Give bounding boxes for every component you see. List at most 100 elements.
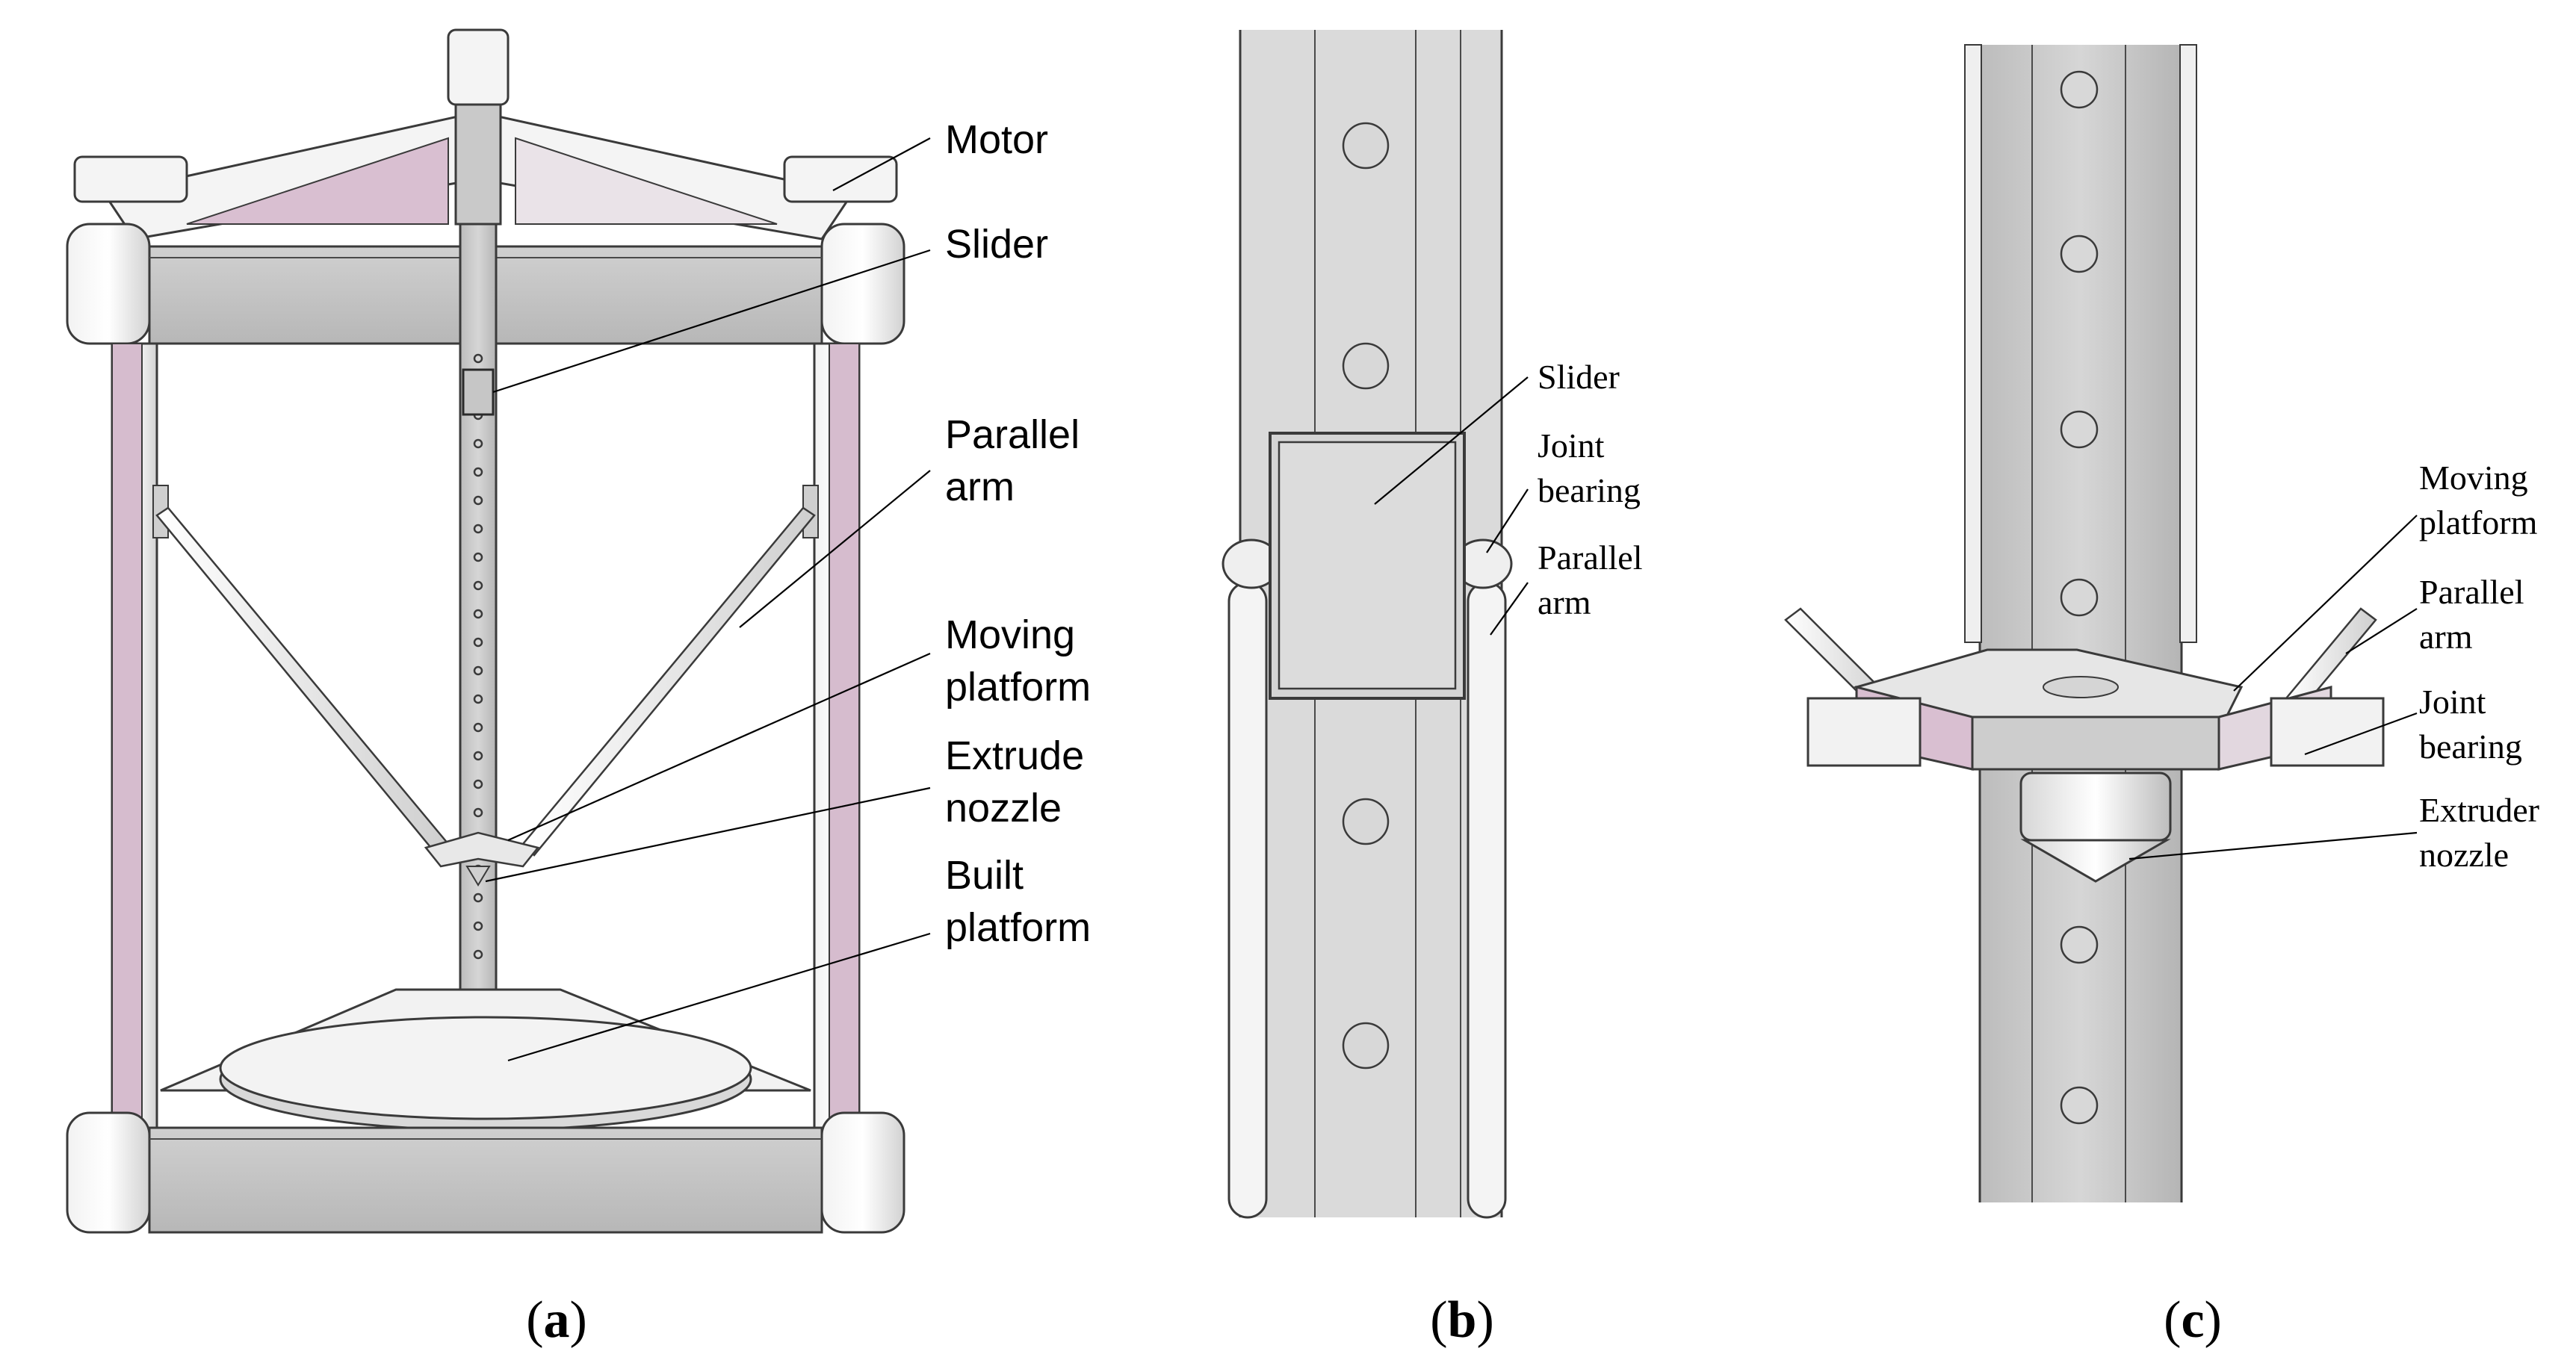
rail-hole xyxy=(473,637,483,648)
rail-hole xyxy=(473,495,483,506)
leader-moving-platform xyxy=(507,652,931,842)
bottom-band-end-right xyxy=(820,1111,905,1234)
label-b-parallel-arm-line1: Parallel xyxy=(1538,538,1643,577)
label-c-moving-platform-line1: Moving xyxy=(2419,459,2528,497)
rail-hole xyxy=(2060,70,2099,109)
label-motor: Motor xyxy=(945,117,1048,162)
rail-hole xyxy=(473,580,483,591)
label-built-platform-line2: platform xyxy=(945,905,1091,950)
parallel-arm-b-right xyxy=(1467,581,1507,1219)
top-band-end-right xyxy=(820,223,905,345)
label-parallel-arm-line1: Parallel xyxy=(945,412,1080,457)
leader-b-parallel-arm xyxy=(1490,582,1529,636)
tube-c-right xyxy=(2179,44,2197,643)
parallel-arm-right xyxy=(521,506,816,857)
rail-hole xyxy=(2060,925,2099,964)
rail-hole xyxy=(473,722,483,733)
rail-hole xyxy=(473,552,483,562)
panel-c-moving-platform-closeup: Moving platform Parallel arm Joint beari… xyxy=(1784,44,2539,1349)
rail-hole xyxy=(2060,578,2099,617)
rail-hole xyxy=(1342,122,1390,170)
bottom-band xyxy=(148,1126,823,1234)
label-moving-platform-line1: Moving xyxy=(945,612,1075,657)
top-roof-pink-right xyxy=(515,137,778,225)
leader-motor xyxy=(832,137,931,191)
label-c-parallel-arm-line1: Parallel xyxy=(2419,573,2524,611)
label-extrude-nozzle-line1: Extrude xyxy=(945,733,1084,778)
label-c-extruder-nozzle-line1: Extruder xyxy=(2419,791,2539,829)
rail-hole xyxy=(1342,1022,1390,1070)
label-b-parallel-arm-line2: arm xyxy=(1538,583,1591,621)
leader-extrude-nozzle xyxy=(485,786,931,883)
motor-center xyxy=(447,28,510,106)
label-moving-platform-line2: platform xyxy=(945,665,1091,710)
extruder-body-c xyxy=(2019,772,2172,842)
label-c-moving-platform-line2: platform xyxy=(2419,503,2538,541)
post-left-pink xyxy=(111,343,143,1129)
leader-c-moving-platform xyxy=(2233,515,2418,692)
panel-a-printer-assembly: Motor Slider Parallel arm Moving platfor… xyxy=(66,28,1091,1349)
leader-b-joint-bearing xyxy=(1486,488,1529,553)
rail-hole xyxy=(473,524,483,534)
label-b-slider: Slider xyxy=(1538,358,1620,396)
extrude-nozzle-a xyxy=(465,866,491,887)
rail-hole xyxy=(473,779,483,789)
post-right-pink xyxy=(829,343,860,1129)
rail-hole xyxy=(473,467,483,477)
rail-hole xyxy=(473,438,483,449)
rail-holes-c xyxy=(2060,70,2099,1125)
label-parallel-arm-line2: arm xyxy=(945,465,1015,509)
bracket-c-left xyxy=(1806,697,1922,767)
moving-platform-c-center-hole xyxy=(2043,676,2119,698)
motor-center-body xyxy=(454,103,502,226)
bottom-band-end-left xyxy=(66,1111,151,1234)
label-extrude-nozzle-line2: nozzle xyxy=(945,786,1062,831)
leader-c-extruder-nozzle xyxy=(2128,831,2418,860)
leader-parallel-arm xyxy=(739,470,931,628)
rail-hole xyxy=(1342,342,1390,390)
label-built-platform-line1: Built xyxy=(945,853,1024,898)
caption-a: (a) xyxy=(526,1291,587,1349)
rail-hole xyxy=(473,353,483,364)
rail-hole xyxy=(473,921,483,931)
moving-platform-c-front-center xyxy=(1971,715,2220,771)
moving-platform-a xyxy=(424,831,540,868)
label-c-joint-bearing-line1: Joint xyxy=(2419,683,2486,721)
rail-hole xyxy=(2060,410,2099,449)
rail-hole xyxy=(473,949,483,960)
rail-hole xyxy=(473,665,483,676)
rail-holes-b xyxy=(1342,122,1390,1070)
tube-c-left xyxy=(1964,44,1982,643)
motor-right xyxy=(783,155,898,203)
rail-hole xyxy=(473,751,483,761)
panel-b-slider-closeup: Slider Joint bearing Parallel arm (b) xyxy=(1222,30,1643,1349)
leader-slider xyxy=(492,249,931,394)
label-c-parallel-arm-line2: arm xyxy=(2419,618,2473,656)
label-b-joint-bearing-line2: bearing xyxy=(1538,471,1641,509)
extruder-nozzle-c xyxy=(2020,839,2171,883)
rail-hole xyxy=(473,609,483,619)
caption-c: (c) xyxy=(2164,1291,2222,1349)
leader-c-joint-bearing xyxy=(2304,712,2418,756)
parallel-arm-b-left xyxy=(1227,581,1268,1219)
rail-hole xyxy=(473,694,483,704)
label-b-joint-bearing-line1: Joint xyxy=(1538,426,1605,465)
slider-b-inner xyxy=(1278,441,1457,690)
top-roof-pink-left xyxy=(186,137,449,225)
parallel-arm-left xyxy=(155,506,450,857)
leader-built-platform xyxy=(507,932,931,1062)
slider-a xyxy=(462,368,495,416)
rail-hole xyxy=(2060,235,2099,273)
leader-b-slider xyxy=(1374,376,1529,505)
label-c-joint-bearing-line2: bearing xyxy=(2419,727,2522,766)
caption-b: (b) xyxy=(1430,1291,1494,1349)
leader-c-parallel-arm xyxy=(2345,608,2418,654)
label-slider: Slider xyxy=(945,222,1048,267)
built-platform-a xyxy=(219,1016,752,1120)
label-c-extruder-nozzle-line2: nozzle xyxy=(2419,836,2509,874)
motor-left xyxy=(73,155,188,203)
top-band-end-left xyxy=(66,223,151,345)
rail-hole xyxy=(1342,798,1390,845)
rail-hole xyxy=(473,893,483,903)
